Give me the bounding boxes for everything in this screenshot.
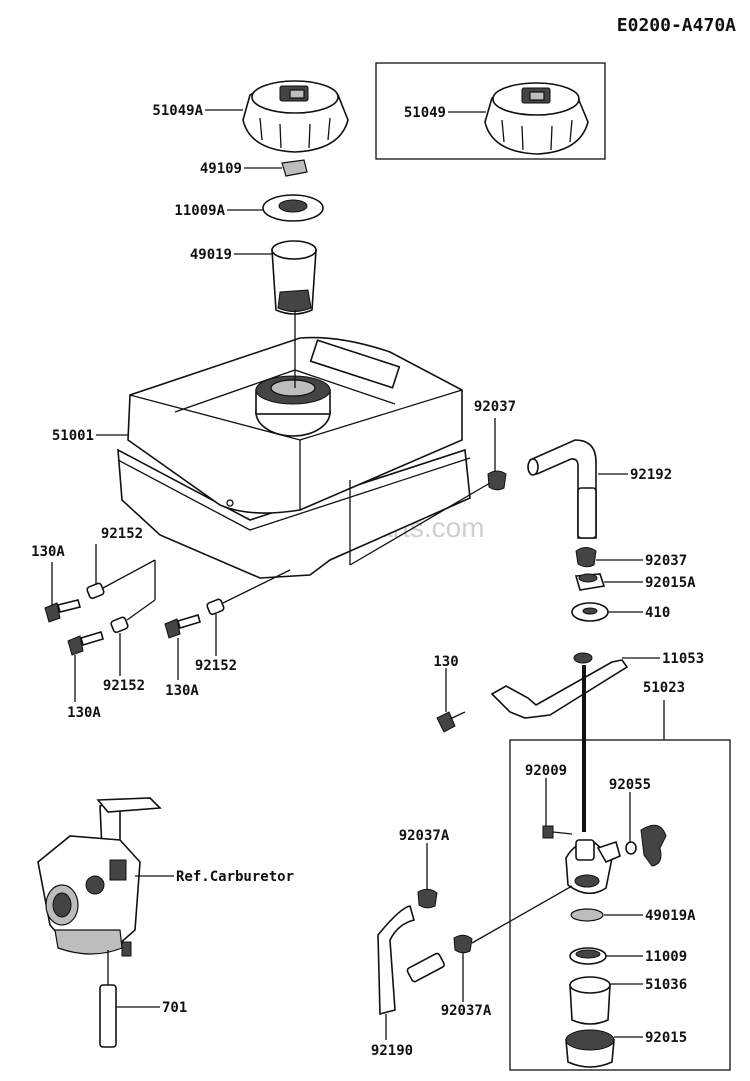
bolt-mid-icon — [164, 614, 201, 639]
bracket-icon — [490, 652, 629, 719]
hose-carb-icon — [99, 950, 117, 1048]
label-bolt-mid: 130A — [165, 683, 199, 699]
gasket-11009a-icon — [262, 194, 324, 222]
leader-spacer-bottom — [126, 599, 156, 621]
fuel-cap-51049a-icon — [242, 80, 349, 153]
bolt-130-icon — [436, 711, 466, 733]
leader-spacer-mid — [222, 569, 291, 604]
leader-spacer-left — [102, 559, 156, 589]
label-hose-top: 92192 — [630, 467, 672, 483]
washer-icon — [571, 602, 609, 622]
nut-icon — [574, 573, 606, 591]
gasket-11009-icon — [569, 947, 607, 965]
diagram-code: E0200-A470A — [617, 15, 736, 36]
label-screw: 92009 — [525, 763, 567, 779]
hose-bottom-icon — [377, 905, 445, 1016]
label-washer: 410 — [645, 605, 670, 621]
oring-icon — [625, 841, 637, 855]
label-strainer: 49019 — [190, 247, 232, 263]
label-oring: 92055 — [609, 777, 651, 793]
label-clamp-top: 92037 — [474, 399, 516, 415]
clamp-mid-icon — [575, 547, 597, 568]
fuel-tank-icon — [117, 336, 471, 579]
label-spacer-bottom: 92152 — [103, 678, 145, 694]
label-clamp-mid: 92037 — [645, 553, 687, 569]
clamp-a-top-icon — [417, 888, 438, 909]
label-spacer-left: 92152 — [101, 526, 143, 542]
leader-clamp-tank — [349, 482, 491, 566]
label-hose-bottom: 92190 — [371, 1043, 413, 1059]
label-cup-gasket: 49019A — [645, 908, 696, 924]
filter-screen-icon — [281, 159, 308, 177]
spacer-mid-icon — [206, 598, 225, 616]
screw-icon — [542, 825, 573, 839]
label-cap-51049: 51049 — [404, 105, 446, 121]
clamp-top-icon — [487, 470, 507, 491]
cup-nut-icon — [565, 1029, 615, 1068]
alt-cap-box — [375, 62, 606, 160]
label-cup: 51036 — [645, 977, 687, 993]
label-bolt-bottom: 130A — [67, 705, 101, 721]
spacer-left-icon — [86, 582, 105, 600]
label-filter-screen: 49109 — [200, 161, 242, 177]
bolt-left-icon — [44, 599, 81, 623]
label-cap-51049a: 51049A — [152, 103, 203, 119]
label-bolt-130: 130 — [433, 654, 458, 670]
label-spacer-mid: 92152 — [195, 658, 237, 674]
cup-icon — [569, 976, 611, 1025]
label-hose-carb: 701 — [162, 1000, 187, 1016]
hose-segment-icon — [577, 487, 597, 539]
label-bracket: 11053 — [662, 651, 704, 667]
label-bolt-left: 130A — [31, 544, 65, 560]
label-gasket-11009: 11009 — [645, 949, 687, 965]
leader-hose-valve — [471, 885, 573, 944]
fuel-valve-icon — [565, 665, 621, 895]
bolt-bottom-icon — [67, 631, 104, 656]
label-clamp-a-bottom: 92037A — [441, 1003, 492, 1019]
valve-assembly-box — [509, 739, 731, 1071]
strainer-icon — [271, 240, 317, 315]
cup-gasket-icon — [570, 908, 604, 922]
label-tank: 51001 — [52, 428, 94, 444]
label-gasket-11009a: 11009A — [174, 203, 225, 219]
carburetor-icon — [37, 797, 162, 957]
spacer-bottom-icon — [110, 616, 129, 634]
label-cup-nut: 92015 — [645, 1030, 687, 1046]
fuel-cap-51049-icon — [484, 82, 589, 155]
label-nut: 92015A — [645, 575, 696, 591]
label-carburetor: Ref.Carburetor — [176, 869, 294, 885]
lever-icon — [640, 824, 667, 867]
label-clamp-a-top: 92037A — [399, 828, 450, 844]
label-valve-assembly: 51023 — [643, 680, 685, 696]
clamp-a-bottom-icon — [453, 934, 473, 954]
